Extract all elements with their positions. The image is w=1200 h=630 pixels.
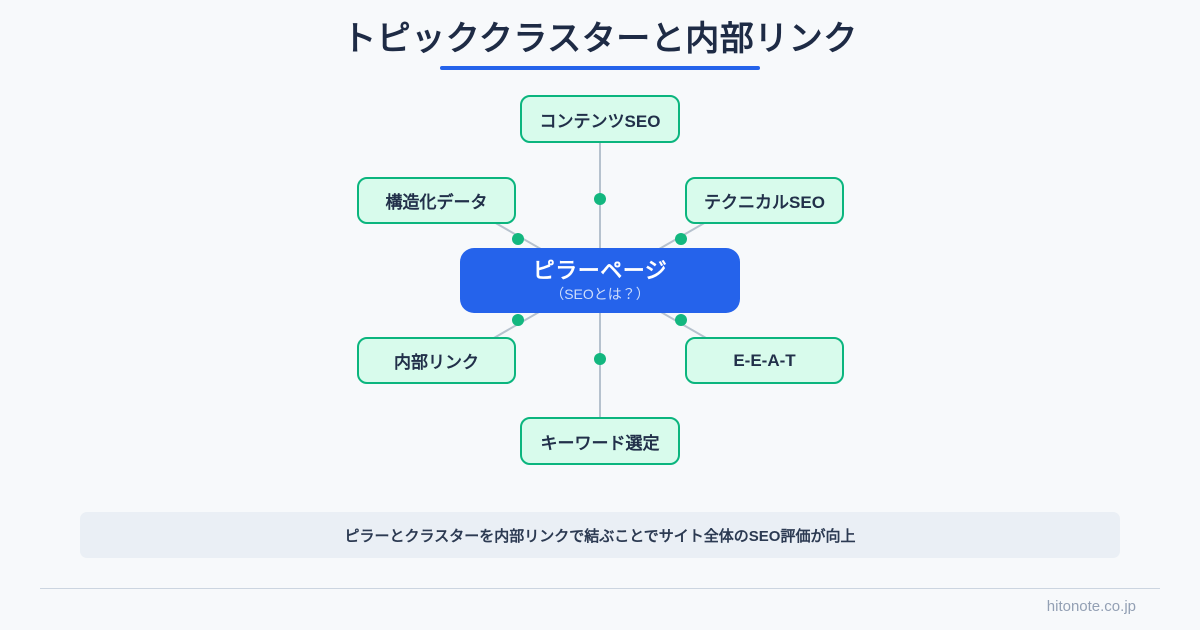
edge-dot-technical-seo [675,233,687,245]
node-cluster-technical-seo[interactable]: テクニカルSEO [685,177,844,224]
node-cluster-keyword-research-label: キーワード選定 [540,433,660,453]
node-pillar-page-label: ピラーページ [532,257,668,283]
node-cluster-content-seo[interactable]: コンテンツSEO [520,95,680,143]
footer-site-name: hitonote.co.jp [1046,598,1136,615]
node-cluster-e-e-a-t-label: E-E-A-T [733,350,796,370]
node-cluster-e-e-a-t[interactable]: E-E-A-T [685,337,844,384]
node-pillar-page[interactable]: ピラーページ （SEOとは？） [460,248,740,313]
edge-dot-e-e-a-t [675,314,687,326]
node-cluster-technical-seo-label: テクニカルSEO [704,193,825,212]
node-cluster-structured-data-label: 構造化データ [385,193,488,212]
node-pillar-page-sublabel: （SEOとは？） [550,285,650,302]
edge-dot-content-seo [594,193,606,205]
edge-dot-keyword-research [594,353,606,365]
node-cluster-keyword-research[interactable]: キーワード選定 [520,417,680,465]
footer-divider [40,588,1160,589]
summary-caption-text: ピラーとクラスターを内部リンクで結ぶことでサイト全体のSEO評価が向上 [344,527,856,545]
node-cluster-internal-links-label: 内部リンク [394,353,479,372]
node-cluster-internal-links[interactable]: 内部リンク [357,337,516,384]
title-underline [440,66,760,70]
page-title: トピッククラスターと内部リンク [0,18,1200,70]
node-cluster-content-seo-label: コンテンツSEO [539,111,661,131]
edge-dot-structured-data [512,233,524,245]
page-title-text: トピッククラスターと内部リンク [342,20,858,58]
summary-caption: ピラーとクラスターを内部リンクで結ぶことでサイト全体のSEO評価が向上 [80,512,1120,558]
node-cluster-structured-data[interactable]: 構造化データ [357,177,516,224]
edge-dot-internal-links [512,314,524,326]
